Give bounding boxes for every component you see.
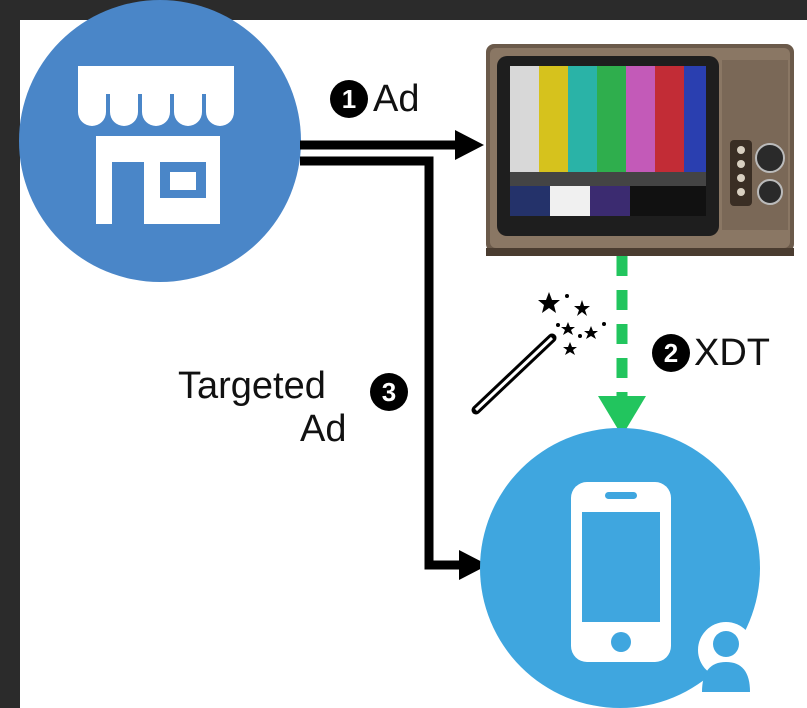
xdt-arrow <box>598 256 646 436</box>
user-icon <box>698 622 754 692</box>
step-2-badge: 2 <box>652 334 690 372</box>
store-icon <box>19 0 301 282</box>
magic-wand-icon <box>471 292 606 415</box>
retro-tv-icon <box>486 44 794 256</box>
step-3-badge: 3 <box>370 373 408 411</box>
step-1-badge: 1 <box>330 80 368 118</box>
step-2-label: XDT <box>694 332 770 374</box>
step-1-label: Ad <box>373 78 420 120</box>
ad-arrow <box>300 130 484 160</box>
step-3-label-line1: Targeted <box>178 365 326 407</box>
step-3-label-line2: Ad <box>300 408 347 450</box>
smartphone-icon <box>480 428 760 708</box>
targeted-ad-arrow <box>300 156 488 580</box>
